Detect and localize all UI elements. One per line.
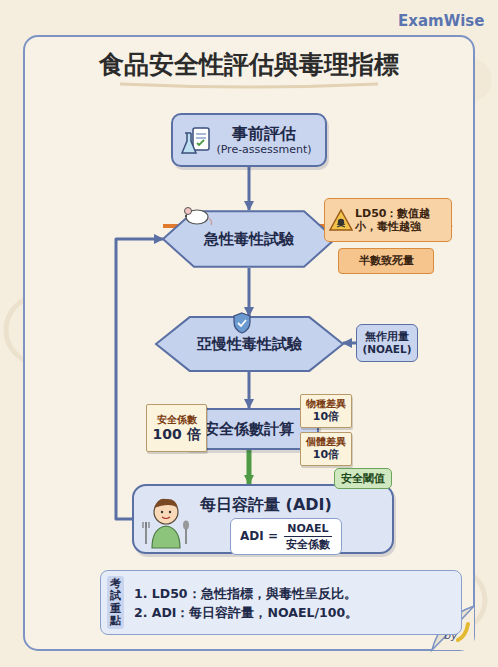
vertical-heading: 考試重點 <box>107 576 124 628</box>
warning-callout: LD50：數值越小，毒性越強 <box>324 198 452 242</box>
node-label: LD50：數值越小，毒性越強 <box>355 207 445 233</box>
warning-icon <box>328 208 354 232</box>
node-label: 急性毒性試驗 <box>204 230 294 248</box>
flow-arrow <box>248 372 251 408</box>
notes-list: 1. LD50：急性指標，與毒性呈反比。 2. ADI：每日容許量，NOAEL/1… <box>134 586 358 620</box>
test-diamond: 亞慢性毒性試驗 <box>156 316 343 372</box>
factor-note: 個體差異10倍 <box>300 432 352 466</box>
node-sublabel: (Pre-assessment) <box>216 143 311 156</box>
fraction: NOAEL安全係數 <box>284 522 332 550</box>
node-label: 半數致死量 <box>359 254 414 267</box>
node-label: 無作用量 (NOAEL) <box>361 330 413 355</box>
brand-label: ExamWise <box>398 12 484 30</box>
result-box: 每日容許量 (ADI) ADI = NOAEL安全係數 <box>132 484 394 554</box>
numerator: NOAEL <box>287 522 328 535</box>
node-sublabel: 10倍 <box>313 410 339 423</box>
flow-arrow <box>116 239 163 519</box>
mouse-icon <box>179 204 213 226</box>
node-label: 事前評估 <box>232 124 296 143</box>
process-box: 事前評估(Pre-assessment) <box>171 113 327 167</box>
node-label: 安全係數計算 <box>204 420 294 438</box>
diagram-title: 食品安全性評估與毒理指標 <box>0 48 498 81</box>
factor-note: 物種差異10倍 <box>300 394 352 428</box>
note-line: 2. ADI：每日容許量，NOAEL/100。 <box>134 605 358 620</box>
test-diamond: 急性毒性試驗 <box>163 210 335 268</box>
node-label: 物種差異 <box>306 398 346 410</box>
flow-arrow <box>248 268 251 316</box>
callout-tag: 半數致死量 <box>338 248 434 274</box>
speech-bubble: 安全閾值 <box>334 468 392 489</box>
exam-notes-box: 考試重點 1. LD50：急性指標，與毒性呈反比。 2. ADI：每日容許量，NOA… <box>100 570 462 635</box>
node-label: 個體差異 <box>306 436 346 448</box>
node-sublabel: 100 倍 <box>152 426 200 443</box>
shield-icon <box>232 312 252 334</box>
flow-arrow <box>248 167 251 210</box>
node-label: 安全閾值 <box>341 472 385 485</box>
node-label: 每日容許量 (ADI) <box>200 495 332 514</box>
formula-text: ADI = <box>240 529 278 543</box>
formula-box: ADI = NOAEL安全係數 <box>230 518 342 555</box>
node-sublabel: 10倍 <box>313 448 339 461</box>
denominator: 安全係數 <box>284 536 332 551</box>
flow-arrow <box>343 342 356 345</box>
lab-icon <box>179 125 213 159</box>
factor-note: 安全係數100 倍 <box>146 404 207 452</box>
node-label: 亞慢性毒性試驗 <box>197 335 302 353</box>
note-line: 1. LD50：急性指標，與毒性呈反比。 <box>134 586 357 601</box>
value-callout: 無作用量 (NOAEL) <box>356 324 418 362</box>
flow-arrow <box>247 450 252 484</box>
node-label: 安全係數 <box>157 414 197 426</box>
child-eating-icon <box>140 492 192 550</box>
